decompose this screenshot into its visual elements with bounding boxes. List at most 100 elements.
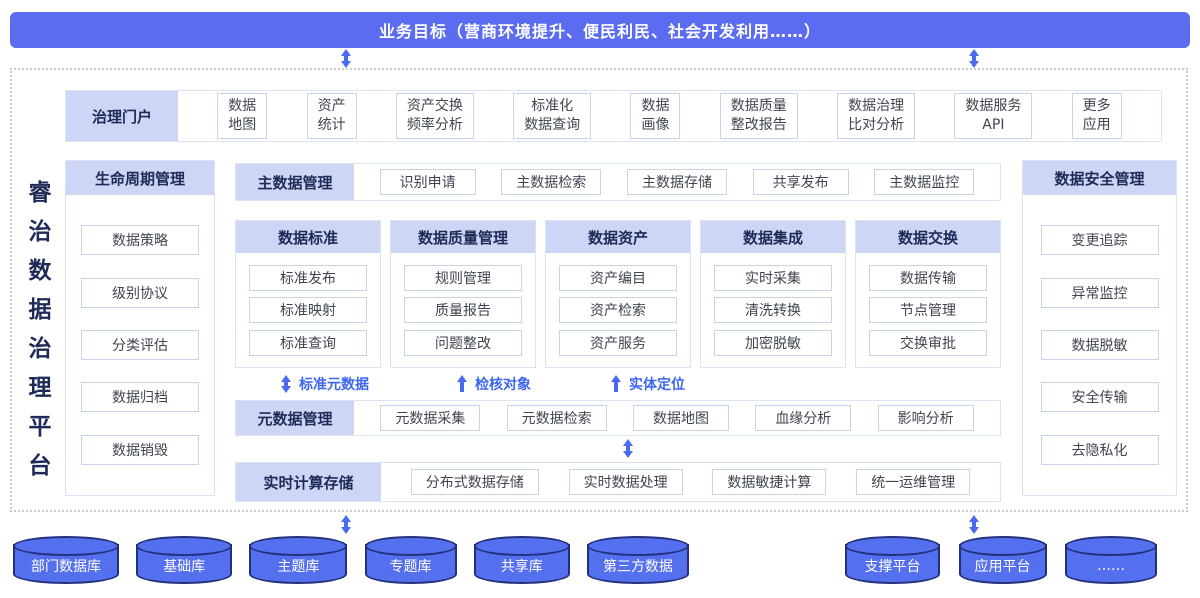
column-header: 数据标准 — [236, 221, 380, 253]
datasource-cylinder: 专题库 — [364, 536, 457, 584]
metadata-item: 元数据检索 — [506, 405, 607, 431]
column-item: 标准映射 — [249, 297, 367, 323]
business-goal-banner: 业务目标（营商环境提升、便民利民、社会开发利用……） — [10, 12, 1190, 48]
up-arrow-icon — [456, 375, 468, 393]
realtime-storage-row: 实时计算存储 分布式数据存储 实时数据处理 数据敏捷计算 统一运维管理 — [235, 462, 1001, 502]
master-item: 主数据存储 — [626, 169, 727, 195]
up-down-arrow-icon — [340, 49, 352, 68]
flow-label-standard-metadata: 标准元数据 — [280, 374, 369, 394]
column-header: 数据交换 — [856, 221, 1000, 253]
datasource-cylinders: 部门数据库 基础库 主题库 专题库 共享库 第三方数据 — [13, 536, 689, 584]
metadata-items: 元数据采集 元数据检索 数据地图 血缘分析 影响分析 — [354, 401, 1000, 435]
platform-boundary — [10, 68, 1188, 512]
datasource-cylinder: 主题库 — [249, 536, 348, 584]
column-item: 加密脱敏 — [714, 329, 832, 356]
security-item: 去隐私化 — [1040, 434, 1159, 465]
platform-cylinder: 应用平台 — [958, 536, 1047, 584]
portal-items: 数据地图 资产统计 资产交换频率分析 标准化数据查询 数据画像 数据质量整改报告… — [178, 91, 1161, 141]
flow-label-entity-location: 实体定位 — [610, 374, 685, 394]
realtime-item: 统一运维管理 — [856, 469, 971, 495]
capability-column-data-integration: 数据集成 实时采集 清洗转换 加密脱敏 — [700, 220, 846, 368]
platform-title: 睿治数据治理平台 — [24, 180, 50, 492]
column-item: 实时采集 — [714, 264, 832, 291]
master-item: 主数据检索 — [501, 169, 602, 195]
column-header: 数据质量管理 — [391, 221, 535, 253]
column-item: 清洗转换 — [714, 297, 832, 323]
portal-item-data-map: 数据地图 — [217, 93, 268, 139]
datasource-cylinder: 部门数据库 — [13, 536, 119, 584]
up-down-arrow-icon — [968, 515, 980, 534]
platform-cylinders: 支撑平台 应用平台 …… — [845, 536, 1157, 584]
column-item: 交换审批 — [869, 329, 987, 356]
datasource-cylinder: 第三方数据 — [586, 536, 689, 584]
capability-column-data-asset: 数据资产 资产编目 资产检索 资产服务 — [545, 220, 691, 368]
security-item: 数据脱敏 — [1040, 329, 1159, 360]
column-header: 数据集成 — [701, 221, 845, 253]
lifecycle-panel: 生命周期管理 数据策略 级别协议 分类评估 数据归档 数据销毁 — [65, 160, 215, 496]
portal-item-exchange-frequency: 资产交换频率分析 — [395, 93, 474, 139]
metadata-row: 元数据管理 元数据采集 元数据检索 数据地图 血缘分析 影响分析 — [235, 400, 1001, 436]
column-item: 资产服务 — [559, 329, 677, 356]
realtime-item: 实时数据处理 — [568, 469, 683, 495]
column-item: 规则管理 — [404, 264, 522, 291]
portal-item-more-apps: 更多应用 — [1071, 93, 1122, 139]
master-item: 识别申请 — [379, 169, 476, 195]
column-item: 质量报告 — [404, 297, 522, 323]
lifecycle-item: 分类评估 — [81, 329, 199, 360]
flow-label-check-object: 检核对象 — [456, 374, 531, 394]
security-panel: 数据安全管理 变更追踪 异常监控 数据脱敏 安全传输 去隐私化 — [1022, 160, 1177, 496]
security-item: 安全传输 — [1040, 382, 1159, 413]
datasource-cylinder: 基础库 — [136, 536, 233, 584]
column-item: 资产检索 — [559, 297, 677, 323]
column-item: 数据传输 — [869, 264, 987, 291]
metadata-row-label: 元数据管理 — [236, 401, 354, 435]
column-item: 节点管理 — [869, 297, 987, 323]
security-item: 异常监控 — [1040, 277, 1159, 308]
lifecycle-panel-header: 生命周期管理 — [66, 161, 214, 195]
column-item: 标准查询 — [249, 329, 367, 356]
capability-column-data-exchange: 数据交换 数据传输 节点管理 交换审批 — [855, 220, 1001, 368]
metadata-item: 影响分析 — [877, 405, 974, 431]
up-down-arrow-icon — [968, 49, 980, 68]
portal-item-governance-compare: 数据治理比对分析 — [837, 93, 916, 139]
column-item: 标准发布 — [249, 264, 367, 291]
security-panel-header: 数据安全管理 — [1023, 161, 1176, 195]
security-item: 变更追踪 — [1040, 225, 1159, 256]
portal-item-standard-query: 标准化数据查询 — [513, 93, 592, 139]
metadata-item: 元数据采集 — [380, 405, 481, 431]
master-data-row: 主数据管理 识别申请 主数据检索 主数据存储 共享发布 主数据监控 — [235, 163, 1001, 201]
realtime-item: 数据敏捷计算 — [712, 469, 827, 495]
realtime-items: 分布式数据存储 实时数据处理 数据敏捷计算 统一运维管理 — [381, 463, 1000, 501]
lifecycle-item: 级别协议 — [81, 277, 199, 308]
portal-row-label: 治理门户 — [66, 91, 178, 141]
lifecycle-item: 数据策略 — [81, 225, 199, 256]
master-item: 主数据监控 — [874, 169, 975, 195]
master-items: 识别申请 主数据检索 主数据存储 共享发布 主数据监控 — [354, 164, 1000, 200]
capability-column-data-quality: 数据质量管理 规则管理 质量报告 问题整改 — [390, 220, 536, 368]
master-row-label: 主数据管理 — [236, 164, 354, 200]
metadata-item: 血缘分析 — [755, 405, 852, 431]
portal-item-asset-stats: 资产统计 — [306, 93, 357, 139]
security-items: 变更追踪 异常监控 数据脱敏 安全传输 去隐私化 — [1023, 195, 1176, 495]
capability-column-data-standard: 数据标准 标准发布 标准映射 标准查询 — [235, 220, 381, 368]
column-item: 问题整改 — [404, 329, 522, 356]
realtime-row-label: 实时计算存储 — [236, 463, 381, 501]
governance-portal-row: 治理门户 数据地图 资产统计 资产交换频率分析 标准化数据查询 数据画像 数据质… — [65, 90, 1162, 142]
up-arrow-icon — [610, 375, 622, 393]
up-down-arrow-icon — [340, 515, 352, 534]
up-down-arrow-icon — [622, 439, 634, 458]
capability-columns: 数据标准 标准发布 标准映射 标准查询 数据质量管理 规则管理 质量报告 问题整… — [235, 220, 1001, 368]
column-header: 数据资产 — [546, 221, 690, 253]
column-item: 资产编目 — [559, 264, 677, 291]
metadata-item: 数据地图 — [632, 405, 729, 431]
portal-item-quality-report: 数据质量整改报告 — [719, 93, 798, 139]
up-down-arrow-icon — [280, 375, 292, 393]
datasource-cylinder: 共享库 — [473, 536, 570, 584]
master-item: 共享发布 — [752, 169, 849, 195]
platform-cylinder: …… — [1065, 536, 1157, 584]
portal-item-data-profile: 数据画像 — [630, 93, 681, 139]
realtime-item: 分布式数据存储 — [410, 469, 539, 495]
lifecycle-item: 数据销毁 — [81, 434, 199, 465]
